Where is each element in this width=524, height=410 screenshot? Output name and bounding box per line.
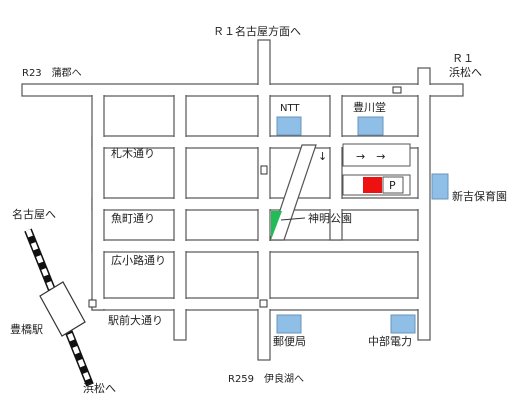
road-ekimae-odori [93,299,421,309]
label-arrow-down: ↓ [318,150,327,163]
label-toyokawado: 豊川堂 [353,101,386,114]
road-v4 [331,91,341,239]
roads [21,39,464,361]
parking-p-box [382,176,404,194]
label-parking-p: P [389,179,396,192]
road-v1 [93,91,103,309]
label-ekimae-odori: 駅前大通り [108,313,163,327]
post-office-building [276,314,302,334]
label-r23-gamagori: R23 蒲郡へ [22,66,82,79]
signal-bottom-left [88,299,97,308]
label-r1: Ｒ１ [452,52,474,65]
label-chubu-denryoku: 中部電力 [368,334,412,348]
road-national-route [23,85,462,95]
label-ntt: NTT [280,103,300,114]
arrow-lane-box [342,143,411,167]
label-nagoya: 名古屋へ [12,207,56,221]
parking-red-area [363,177,382,193]
hoikuen-building [431,173,449,200]
label-koshoji-dori: 広小路通り [111,254,166,267]
road-koshoji-dori [93,241,421,251]
ntt-building [276,116,302,136]
road-v2 [175,91,185,339]
label-hamamatsu-top: 浜松へ [449,65,482,79]
label-r259-iragoko: R259 伊良湖へ [228,372,304,385]
road-v3 [259,41,269,359]
diagonal-road [269,144,317,241]
label-fudagi-dori: 札木通り [111,147,155,160]
toyokawado-building [357,116,384,136]
label-toyohashi-eki: 豊橋駅 [10,322,43,336]
label-arrows-right: → → [356,150,385,163]
road-v5 [419,69,429,339]
shinmei-park-area [271,211,282,240]
toyohashi-station-building [39,281,86,337]
label-shinmei-koen: 神明公園 [308,211,352,225]
label-r1-nagoya: Ｒ１名古屋方面へ [213,24,301,38]
label-uomachi-dori: 魚町通り [111,212,155,225]
signal-middle [260,165,268,175]
road-fudagi-dori [93,137,421,147]
road-uomachi-dori [93,199,421,209]
park-leader-line [280,217,306,221]
chubu-denryoku-building [390,314,416,334]
label-hamamatsu-bottom: 浜松へ [83,381,116,395]
signal-bottom-center [259,299,268,308]
label-yubinkyoku: 郵便局 [273,335,306,348]
road-fills [23,41,462,359]
label-shinyoshi-hoikuen: 新吉保育園 [452,189,507,203]
signal-top [392,86,402,94]
